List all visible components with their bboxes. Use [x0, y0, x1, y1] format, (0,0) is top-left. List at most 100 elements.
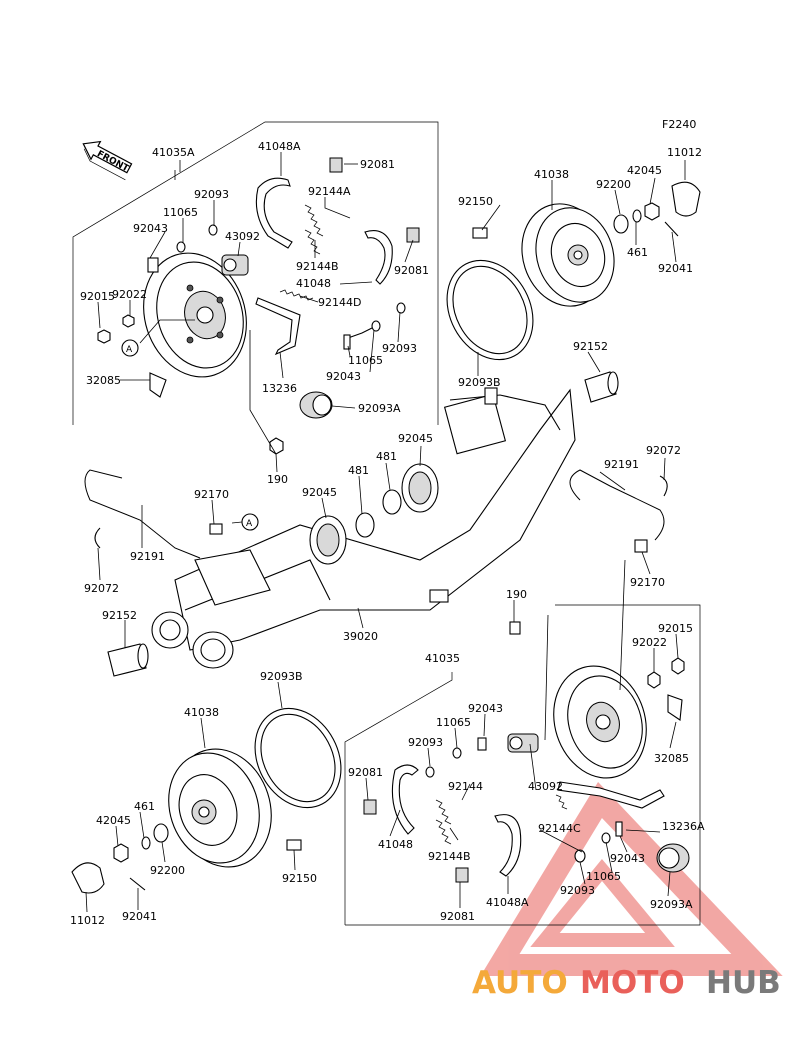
right-wheel-cylinder — [507, 733, 539, 753]
bearing-92045-l — [309, 515, 347, 565]
label-92144: 92144 — [448, 780, 483, 793]
gasket-92093B-bot — [254, 707, 342, 809]
nut-92022-br — [647, 671, 661, 689]
bracket-right-brake — [345, 604, 701, 926]
label-92093-br: 92093 — [560, 884, 595, 897]
svg-text:A: A — [126, 345, 133, 355]
label-92144B-top: 92144B — [296, 260, 339, 273]
lever-13236 — [255, 297, 301, 356]
label-92041-top: 92041 — [658, 262, 693, 275]
label-92170-r: 92170 — [630, 576, 665, 589]
label-92093B-top: 92093B — [458, 376, 501, 389]
nut-42045-top — [644, 202, 660, 221]
label-461-top: 461 — [627, 246, 648, 259]
label-13236A: 13236A — [662, 820, 705, 833]
bushing-92152-l — [107, 643, 149, 677]
label-92022-br: 92022 — [632, 636, 667, 649]
leader-lines — [85, 152, 686, 913]
washer-92200-top — [613, 214, 629, 234]
left-brake-shoe-a — [255, 177, 293, 249]
spring-92144B-bot — [435, 819, 452, 845]
label-11065-tm: 11065 — [348, 354, 383, 367]
clip-92081-bot — [455, 867, 469, 883]
left-brake-shoe — [364, 230, 393, 285]
label-92072-l: 92072 — [84, 582, 119, 595]
label-92200-top: 92200 — [596, 178, 631, 191]
label-11065-br: 11065 — [586, 870, 621, 883]
label-92191-r: 92191 — [604, 458, 639, 471]
lever-13236A — [557, 781, 665, 809]
label-92200-bot: 92200 — [150, 864, 185, 877]
label-92015-br: 92015 — [658, 622, 693, 635]
front-direction-arrow: FRONT — [82, 140, 133, 181]
cap-11012-top — [671, 181, 701, 217]
label-92081-top: 92081 — [360, 158, 395, 171]
front-label: FRONT — [95, 149, 131, 174]
label-92093-tm: 92093 — [382, 342, 417, 355]
label-481-m: 481 — [348, 464, 369, 477]
label-92144C: 92144C — [538, 822, 581, 835]
label-92144A: 92144A — [308, 185, 351, 198]
label-92144B-bot: 92144B — [428, 850, 471, 863]
label-190-l: 190 — [267, 473, 288, 486]
label-32085-r: 32085 — [654, 752, 689, 765]
label-32085-l: 32085 — [86, 374, 121, 387]
washer-11065-tl — [176, 241, 186, 253]
label-41048A-bot: 41048A — [486, 896, 529, 909]
bracket-right-brake-lower — [344, 672, 453, 925]
label-41038-bot: 41038 — [184, 706, 219, 719]
label-92043-bm: 92043 — [468, 702, 503, 715]
label-92150-bot: 92150 — [282, 872, 317, 885]
label-92093B-bot: 92093B — [260, 670, 303, 683]
seal-92093A-bot — [656, 843, 690, 873]
nut-42045-bot — [113, 843, 129, 863]
watermark-auto: AUTO — [472, 965, 568, 1001]
clip-92081-top — [329, 157, 343, 173]
label-43092-top: 43092 — [225, 230, 260, 243]
label-92152-r: 92152 — [573, 340, 608, 353]
label-92022-tl: 92022 — [112, 288, 147, 301]
watermark-hub: HUB — [706, 965, 781, 1001]
label-11065-tl: 11065 — [163, 206, 198, 219]
seal-92093A-top — [299, 391, 333, 419]
label-42045-top: 42045 — [627, 164, 662, 177]
bearing-92045-r — [401, 463, 439, 513]
left-backing-plate — [143, 252, 247, 378]
svg-text:A: A — [246, 519, 253, 529]
nut-92015-br — [671, 657, 685, 675]
label-92043-tl: 92043 — [133, 222, 168, 235]
label-92191-l: 92191 — [130, 550, 165, 563]
label-41038-top: 41038 — [534, 168, 569, 181]
cap-11012-bot — [71, 862, 105, 894]
bolt-92150-bot — [286, 839, 302, 851]
spring-92144 — [435, 799, 452, 825]
label-92045-r: 92045 — [398, 432, 433, 445]
axle-housing-39020 — [151, 387, 576, 669]
label-92081-bm: 92081 — [348, 766, 383, 779]
label-11012-bot: 11012 — [70, 914, 105, 927]
label-41048-bot: 41048 — [378, 838, 413, 851]
nut-92015-tl — [97, 329, 111, 344]
label-11065-bm: 11065 — [436, 716, 471, 729]
label-92041-bot: 92041 — [122, 910, 157, 923]
watermark-moto: MOTO — [580, 965, 685, 1001]
bolt-190-r — [509, 621, 521, 635]
brake-drum-top — [521, 203, 615, 307]
nut-92022-tl — [122, 314, 135, 328]
label-481-r: 481 — [376, 450, 397, 463]
label-92072-r: 92072 — [646, 444, 681, 457]
tube-92191-l — [84, 469, 201, 559]
left-wheel-cylinder — [221, 254, 249, 276]
tube-92191-r — [569, 469, 665, 541]
label-41035A: 41035A — [152, 146, 195, 159]
spring-92144A — [304, 204, 324, 237]
label-92043-tm: 92043 — [326, 370, 361, 383]
washer-92093-br — [574, 849, 586, 863]
label-92093A-top: 92093A — [358, 402, 401, 415]
brake-drum-bottom — [168, 748, 272, 868]
spring-92144B — [304, 229, 321, 255]
clip-92081-top-2 — [406, 227, 420, 243]
right-backing-plate — [553, 665, 647, 779]
clip-32085-r — [667, 694, 683, 721]
